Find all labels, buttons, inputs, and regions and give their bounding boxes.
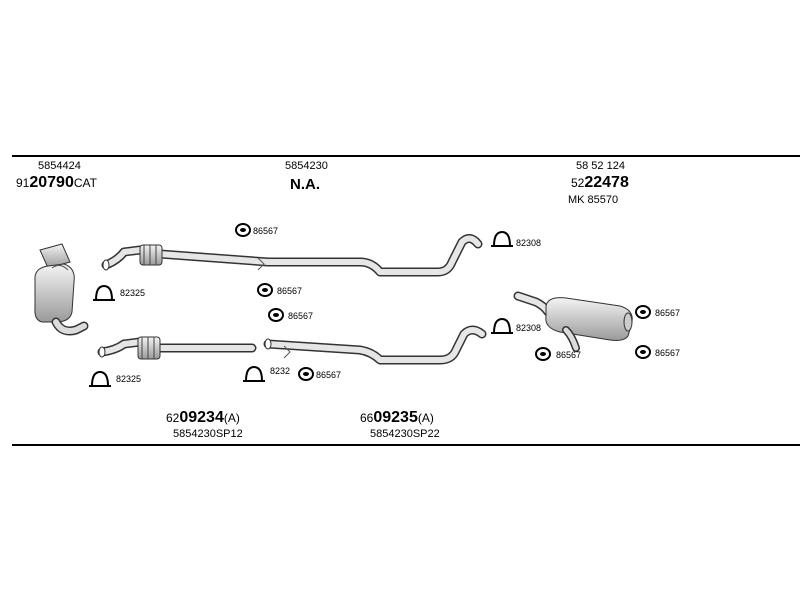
mid-pipe-status: N.A. (290, 176, 320, 193)
rubber-mount-icon (235, 223, 251, 237)
mount-ref-label: 86567 (655, 348, 681, 358)
mount-ref-label: 86567 (253, 226, 279, 236)
clamp-ref-label: 82325 (116, 374, 142, 384)
front-pipe-number-suffix: (A) (223, 411, 240, 425)
rubber-mount-icon (268, 308, 284, 322)
clamp-ref-label: 82308 (516, 323, 542, 333)
muffler-number-main: 22478 (584, 174, 629, 191)
intermediate-pipe-number-main: 09235 (373, 409, 418, 426)
clamp-icon (491, 230, 513, 247)
front-pipe-lower (97, 336, 257, 360)
front-pipe-number-prefix: 62 (166, 411, 180, 425)
front-pipe-number-main: 09234 (179, 409, 224, 426)
mount-ref-label: 86567 (316, 370, 342, 380)
clamp-icon (89, 370, 111, 387)
catalyst-order-number: 9120790CAT (16, 174, 97, 192)
front-pipe-order-number: 6209234(A) (166, 409, 240, 427)
clamp-ref-label: 82325 (120, 288, 146, 298)
rear-muffler (513, 291, 633, 352)
catalyst-number-suffix: CAT (73, 176, 97, 190)
mounting-kit-number: MK 85570 (568, 194, 619, 206)
front-pipe-part-number: 5854230SP12 (173, 428, 243, 440)
catalytic-converter (34, 243, 89, 336)
intermediate-pipe-number-suffix: (A) (417, 411, 434, 425)
mount-ref-label: 86567 (277, 286, 303, 296)
mid-pipe-part-number: 5854230 (285, 160, 328, 172)
catalyst-part-number: 5854424 (38, 160, 81, 172)
catalyst-number-main: 20790 (29, 174, 74, 191)
rubber-mount-icon (635, 345, 651, 359)
rubber-mount-icon (298, 367, 314, 381)
rubber-mount-icon (535, 347, 551, 361)
mount-ref-label: 86567 (556, 350, 582, 360)
mount-ref-label: 86567 (288, 311, 314, 321)
intermediate-pipe-lower (263, 325, 487, 365)
clamp-icon (243, 365, 265, 382)
front-pipe-upper (101, 234, 483, 277)
intermediate-pipe-order-number: 6609235(A) (360, 409, 434, 427)
intermediate-pipe-part-number: 5854230SP22 (370, 428, 440, 440)
clamp-ref-label: 82308 (516, 238, 542, 248)
clamp-ref-label: 8232 (270, 366, 291, 376)
clamp-icon (93, 284, 115, 301)
muffler-order-number: 5222478 (571, 174, 629, 192)
muffler-number-prefix: 52 (571, 176, 585, 190)
intermediate-pipe-number-prefix: 66 (360, 411, 374, 425)
muffler-part-number: 58 52 124 (576, 160, 625, 172)
rubber-mount-icon (257, 283, 273, 297)
clamp-icon (491, 317, 513, 334)
catalyst-number-prefix: 91 (16, 176, 30, 190)
rubber-mount-icon (635, 305, 651, 319)
mount-ref-label: 86567 (655, 308, 681, 318)
